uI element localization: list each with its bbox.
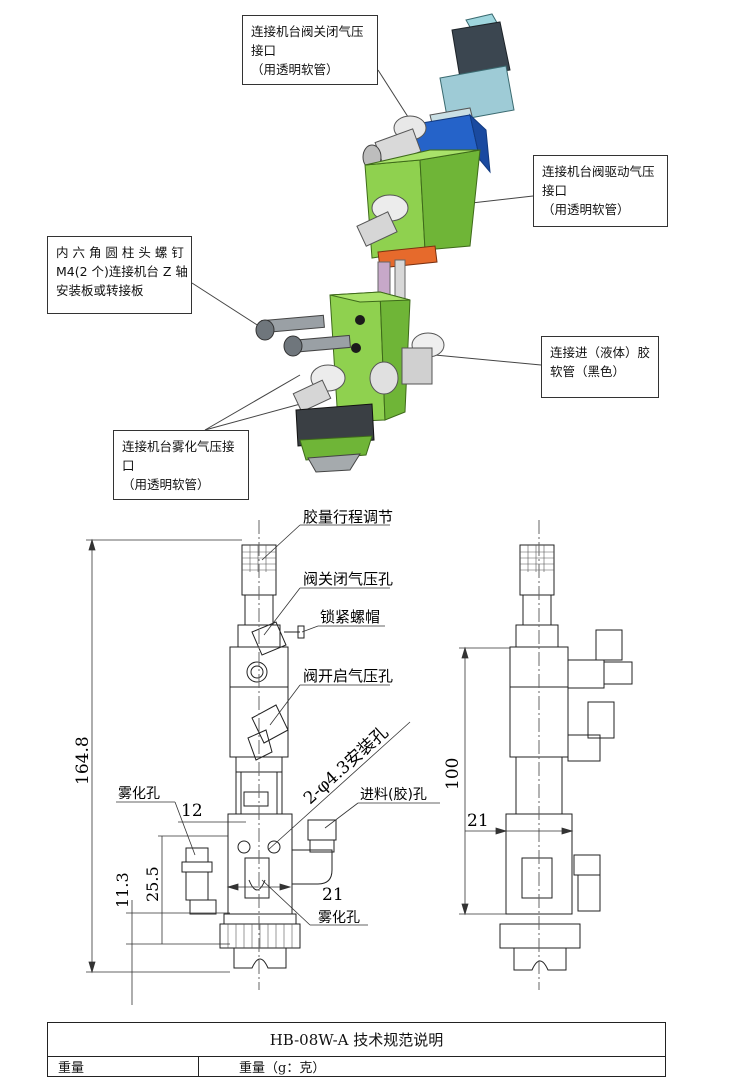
- mounting-screws: [255, 314, 351, 357]
- callout-screw-line1: 内 六 角 圆 柱 头 螺 钉: [56, 245, 184, 260]
- label-atomize-hole-bottom: 雾化孔: [318, 910, 360, 926]
- closing-port-fitting: [362, 115, 427, 170]
- callout-screw: 内 六 角 圆 柱 头 螺 钉 M4(2 个)连接机台 Z 轴 安装板或转接板: [47, 236, 192, 314]
- callout-closing-port-line1: 连接机台阀关闭气压: [251, 24, 364, 39]
- callout-liquid-inlet-line1: 连接进（液体）胶: [550, 345, 651, 360]
- callout-driving-port-line3: （用透明软管）: [542, 202, 630, 217]
- front-dimensions: [86, 538, 292, 1005]
- stroke-adjust-knob: [429, 13, 515, 136]
- nozzle: [295, 403, 375, 473]
- dim-width-21: 21: [322, 885, 344, 905]
- callout-closing-port-line3: （用透明软管）: [251, 62, 339, 77]
- callout-screw-line3: 安装板或转接板: [56, 283, 144, 298]
- callout-atomizing-port-line2: 口: [122, 458, 135, 473]
- label-valve-open-port: 阀开启气压孔: [303, 667, 393, 685]
- dim-side-height-100: 100: [443, 758, 463, 790]
- callout-liquid-inlet-line2: 软管（黑色）: [550, 364, 626, 379]
- driving-port-fitting: [356, 194, 409, 247]
- callout-atomizing-port: 连接机台雾化气压接 口 （用透明软管）: [113, 430, 249, 500]
- callout-atomizing-port-line1: 连接机台雾化气压接: [122, 439, 235, 454]
- spec-row1-value: 重量（g：克）: [198, 1056, 666, 1077]
- front-view: [181, 520, 337, 990]
- callout-driving-port-line2: 接口: [542, 183, 568, 198]
- dim-height-11-3: 11.3: [113, 872, 132, 908]
- dim-height-25-5: 25.5: [143, 866, 162, 902]
- label-stroke-adjust: 胶量行程调节: [303, 508, 393, 526]
- spec-table: HB-08W-A 技术规范说明 重量 重量（g：克）: [47, 1022, 666, 1077]
- callout-closing-port-line2: 接口: [251, 43, 277, 58]
- spec-row1-label: 重量: [47, 1056, 199, 1077]
- side-dimensions: [459, 646, 574, 916]
- dim-width-12: 12: [181, 801, 203, 821]
- callout-liquid-inlet: 连接进（液体）胶 软管（黑色）: [541, 336, 659, 398]
- spec-table-title: HB-08W-A 技术规范说明: [47, 1022, 666, 1057]
- callout-driving-port: 连接机台阀驱动气压 接口 （用透明软管）: [533, 155, 668, 227]
- callout-screw-line2: M4(2 个)连接机台 Z 轴: [56, 264, 188, 279]
- label-lock-nut: 锁紧螺帽: [320, 608, 380, 626]
- callout-closing-port: 连接机台阀关闭气压 接口 （用透明软管）: [242, 15, 378, 85]
- label-atomize-hole-left: 雾化孔: [118, 786, 160, 802]
- callout-driving-port-line1: 连接机台阀驱动气压: [542, 164, 655, 179]
- label-feed-hole: 进料(胶)孔: [360, 786, 427, 803]
- lower-green-body: [329, 291, 386, 423]
- front-annotation-leaders: [116, 524, 440, 926]
- atomizing-port-fitting: [292, 364, 346, 413]
- label-valve-close-port: 阀关闭气压孔: [303, 570, 393, 588]
- callout-atomizing-port-line3: （用透明软管）: [122, 477, 210, 492]
- side-view: [499, 520, 633, 990]
- dim-side-width-21: 21: [467, 811, 489, 831]
- dim-total-height: 164.8: [73, 736, 93, 785]
- liquid-inlet-fitting: [369, 332, 445, 395]
